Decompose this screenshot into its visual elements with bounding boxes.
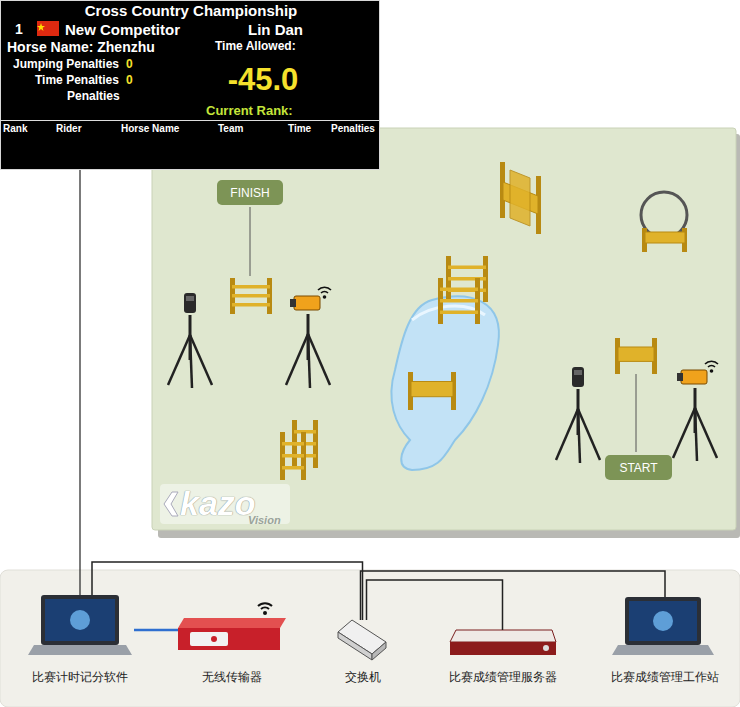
- table-header: Time: [288, 123, 311, 134]
- scoreboard-text: Current Rank:: [206, 104, 293, 118]
- network-cable: [79, 170, 80, 595]
- fence-obstacle: [446, 256, 488, 302]
- scoreboard-text: Lin Dan: [248, 22, 303, 39]
- table-header: Rider: [56, 123, 82, 134]
- network-cable: [361, 571, 666, 620]
- fence-obstacle: [280, 432, 306, 480]
- fence-obstacle: [230, 278, 272, 314]
- timing-laptop: 比赛计时记分软件: [26, 595, 134, 690]
- wireless-transmitter-icon: [178, 603, 286, 650]
- barrel-obstacle: [500, 162, 541, 234]
- server-icon: [450, 630, 556, 655]
- network-switch: 交换机: [325, 620, 400, 690]
- table-header: Rank: [3, 123, 27, 134]
- network-cable: [92, 562, 363, 620]
- water-highlight: [412, 306, 485, 320]
- device-label: 交换机: [345, 669, 381, 686]
- time-readout: -45.0: [228, 63, 299, 97]
- scoreboard-text: 0: [126, 74, 133, 87]
- usb-cable: [134, 629, 178, 632]
- leader-line: [636, 374, 637, 452]
- tag-label: START: [619, 461, 657, 475]
- plank-obstacle: [408, 372, 456, 410]
- device-label: 比赛计时记分软件: [32, 669, 128, 686]
- device-label: 比赛成绩管理服务器: [449, 669, 557, 686]
- network-panel: [0, 570, 740, 707]
- ring-obstacle: [641, 192, 687, 252]
- flag-icon: [37, 21, 59, 36]
- wireless-camera: [286, 287, 331, 388]
- scoreboard-text: Time Penalties: [35, 74, 119, 87]
- water-pond: [391, 296, 498, 470]
- timing-camera: [168, 293, 212, 388]
- logo-subtext: Vision: [248, 515, 281, 526]
- scoreboard-text: Time Allowed:: [215, 40, 296, 53]
- tag-label: FINISH: [230, 186, 269, 200]
- scoreboard-text: New Competitor: [65, 22, 180, 39]
- fence-obstacle: [438, 278, 480, 324]
- device-label: 比赛成绩管理工作站: [611, 669, 719, 686]
- laptop-icon: [28, 595, 132, 655]
- finish-tag: FINISH: [217, 180, 283, 205]
- scoreboard: Cross Country Championship 1 New Competito…: [0, 0, 380, 170]
- wireless-transmitter: 无线传输器: [178, 618, 286, 690]
- leader-line: [250, 207, 251, 276]
- device-label: 无线传输器: [202, 669, 262, 686]
- wireless-camera: [673, 361, 718, 461]
- plank-obstacle: [615, 338, 657, 374]
- laptop-icon: [612, 597, 714, 655]
- table-header: Penalties: [331, 123, 375, 134]
- table-header: Horse Name: [121, 123, 179, 134]
- scoreboard-text: Horse Name: Zhenzhu: [7, 40, 155, 55]
- timing-camera: [556, 367, 600, 463]
- scoreboard-text: Cross Country Championship: [85, 3, 298, 20]
- results-workstation: 比赛成绩管理工作站: [605, 597, 725, 690]
- logo-text: kazo: [180, 486, 256, 520]
- course-obstacles: [168, 162, 718, 480]
- table-header: Team: [218, 123, 243, 134]
- scoreboard-text: Jumping Penalties: [13, 58, 119, 71]
- scoreboard-text: Penalties: [67, 90, 120, 103]
- results-server: 比赛成绩管理服务器: [443, 630, 563, 690]
- course-field: [152, 128, 736, 530]
- switch-icon: [338, 620, 386, 660]
- scoreboard-text: 0: [126, 58, 133, 71]
- start-tag: START: [605, 455, 672, 480]
- table-rule: [1, 120, 379, 121]
- network-cable: [367, 580, 503, 630]
- scoreboard-text: 1: [15, 22, 23, 37]
